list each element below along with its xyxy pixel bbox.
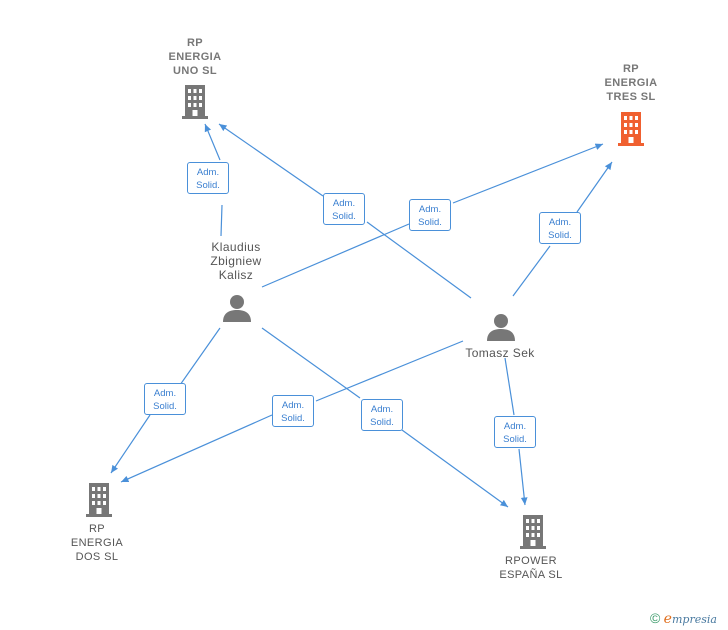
person-icon[interactable] (486, 312, 516, 342)
edge-badge-tomasz-tres: Adm. Solid. (539, 212, 581, 244)
edge-badge-klaudius-tres: Adm. Solid. (409, 199, 451, 231)
edges-layer (111, 124, 612, 507)
building-icon[interactable] (84, 482, 114, 518)
building-icon[interactable] (518, 514, 548, 550)
edge-badge-role: Adm. (503, 421, 527, 432)
edge-badge-role: Adm. (370, 404, 394, 415)
edge-badge-role: Adm. (548, 217, 572, 228)
edge-badge-type: Solid. (332, 211, 356, 222)
building-icon[interactable] (180, 84, 210, 120)
node-label-klaudius[interactable]: Klaudius Zbigniew Kalisz (210, 240, 262, 282)
edge-badge-klaudius-rpower: Adm. Solid. (361, 399, 403, 431)
empresia-logo[interactable]: © empresia (650, 610, 717, 627)
edge-badge-role: Adm. (281, 400, 305, 411)
building-icon[interactable] (616, 111, 646, 147)
edge-line-tomasz-rp_energia_tres (512, 162, 612, 297)
edge-line-tomasz-rp_energia_dos (121, 340, 464, 482)
edge-badge-role: Adm. (196, 167, 220, 178)
edge-badge-type: Solid. (196, 180, 220, 191)
edge-badge-type: Solid. (548, 230, 572, 241)
brand-initial: e (663, 611, 672, 627)
node-label-tomasz[interactable]: Tomasz Sek (465, 346, 535, 360)
edge-badge-tomasz-uno: Adm. Solid. (323, 193, 365, 225)
edge-badge-type: Solid. (281, 413, 305, 424)
edge-badge-role: Adm. (418, 204, 442, 215)
node-label-rp-energia-uno[interactable]: RP ENERGIA UNO SL (168, 37, 222, 77)
edge-line-klaudius-rp_energia_uno (205, 124, 223, 237)
node-label-rp-energia-dos[interactable]: RP ENERGIA DOS SL (70, 523, 124, 563)
edge-line-klaudius-rp_energia_dos (111, 327, 221, 473)
brand-name: mpresia (671, 613, 717, 626)
edge-line-klaudius-rp_energia_tres (261, 144, 603, 288)
edge-badge-role: Adm. (153, 388, 177, 399)
edge-badge-klaudius-dos: Adm. Solid. (144, 383, 186, 415)
edge-line-tomasz-rpower_espana (504, 357, 525, 505)
edge-badge-role: Adm. (332, 198, 356, 209)
edge-badge-tomasz-rpower: Adm. Solid. (494, 416, 536, 448)
node-label-rp-energia-tres[interactable]: RP ENERGIA TRES SL (604, 63, 658, 103)
person-icon[interactable] (222, 293, 252, 323)
edge-badge-tomasz-dos: Adm. Solid. (272, 395, 314, 427)
edge-line-klaudius-rpower_espana (261, 327, 508, 507)
edge-badge-klaudius-uno: Adm. Solid. (187, 162, 229, 194)
node-label-rpower-espana[interactable]: RPOWER ESPAÑA SL (499, 555, 563, 581)
edge-badge-type: Solid. (370, 417, 394, 428)
edge-badge-type: Solid. (418, 217, 442, 228)
copyright-symbol: © (650, 610, 661, 626)
edge-badge-type: Solid. (503, 434, 527, 445)
edge-badge-type: Solid. (153, 401, 177, 412)
